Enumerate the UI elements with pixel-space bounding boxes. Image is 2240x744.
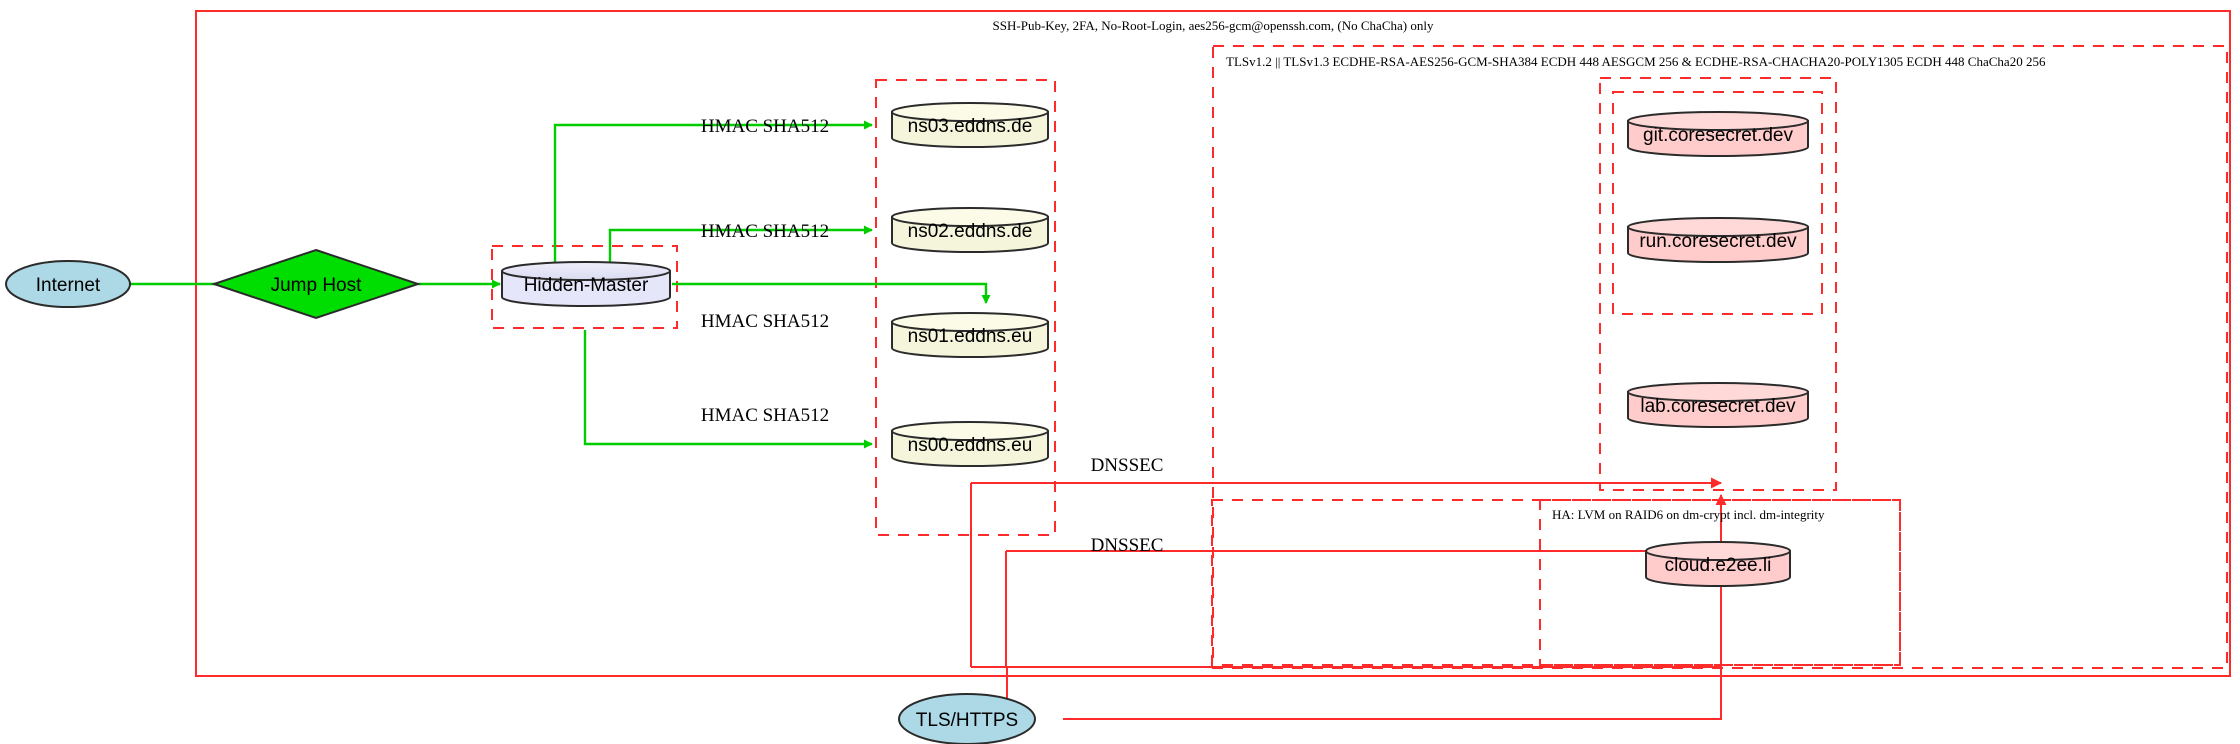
node-lab-coresecret[interactable]: lab.coresecret.dev bbox=[1627, 382, 1809, 428]
node-internet[interactable]: Internet bbox=[5, 260, 131, 308]
edge-label-hmac-ns03: HMAC SHA512 bbox=[701, 116, 829, 137]
node-internet-label: Internet bbox=[36, 275, 101, 296]
cluster-tls-label: TLSv1.2 || TLSv1.3 ECDHE-RSA-AES256-GCM-… bbox=[1226, 54, 2046, 69]
node-run-coresecret-label: run.coresecret.dev bbox=[1639, 231, 1797, 252]
cluster-dns bbox=[875, 79, 1056, 536]
node-cloud-e2ee-label: cloud.e2ee.li bbox=[1665, 555, 1772, 576]
edge-tlshttps-right bbox=[1063, 560, 1722, 720]
node-ns03[interactable]: ns03.eddns.de bbox=[891, 102, 1049, 148]
node-tls-https-label: TLS/HTTPS bbox=[916, 710, 1018, 731]
node-ns01-label: ns01.eddns.eu bbox=[908, 326, 1033, 347]
edge-hiddenmaster-ns00 bbox=[583, 330, 873, 449]
node-ns03-label: ns03.eddns.de bbox=[908, 116, 1033, 137]
edge-hiddenmaster-ns03 bbox=[553, 120, 873, 268]
node-git-coresecret-label: git.coresecret.dev bbox=[1643, 125, 1793, 146]
node-ns00-label: ns00.eddns.eu bbox=[908, 435, 1033, 456]
cluster-coresecret-outer bbox=[1599, 77, 1837, 491]
edge-hiddenmaster-ns01 bbox=[672, 282, 991, 304]
cluster-hidden-master bbox=[491, 245, 678, 329]
cluster-ssh-label: SSH-Pub-Key, 2FA, No-Root-Login, aes256-… bbox=[993, 18, 1434, 33]
edge-label-hmac-ns02: HMAC SHA512 bbox=[701, 221, 829, 242]
node-ns00[interactable]: ns00.eddns.eu bbox=[891, 421, 1049, 467]
edge-label-dnssec-upper: DNSSEC bbox=[1091, 455, 1164, 476]
node-lab-coresecret-label: lab.coresecret.dev bbox=[1640, 396, 1796, 417]
node-hidden-master-label: Hidden-Master bbox=[524, 275, 649, 296]
cluster-coresecret-inner bbox=[1612, 91, 1823, 315]
node-ns02-label: ns02.eddns.de bbox=[908, 221, 1033, 242]
edge-label-hmac-ns01: HMAC SHA512 bbox=[701, 311, 829, 332]
node-hidden-master[interactable]: Hidden-Master bbox=[501, 261, 671, 307]
node-tls-https[interactable]: TLS/HTTPS bbox=[898, 693, 1036, 744]
node-run-coresecret[interactable]: run.coresecret.dev bbox=[1627, 217, 1809, 263]
node-ns01[interactable]: ns01.eddns.eu bbox=[891, 312, 1049, 358]
edge-hiddenmaster-ns02 bbox=[608, 225, 873, 268]
cluster-ha-label: HA: LVM on RAID6 on dm-crypt incl. dm-in… bbox=[1552, 507, 1825, 522]
cluster-ssh-outer bbox=[195, 10, 2231, 677]
edge-label-dnssec-lower: DNSSEC bbox=[1091, 535, 1164, 556]
node-cloud-e2ee[interactable]: cloud.e2ee.li bbox=[1645, 541, 1791, 587]
cluster-ha bbox=[1211, 499, 1901, 666]
node-jump-host-label: Jump Host bbox=[271, 275, 363, 296]
edge-label-hmac-ns00: HMAC SHA512 bbox=[701, 405, 829, 426]
node-jump-host[interactable]: Jump Host bbox=[210, 248, 422, 320]
node-ns02[interactable]: ns02.eddns.de bbox=[891, 207, 1049, 253]
node-git-coresecret[interactable]: git.coresecret.dev bbox=[1627, 111, 1809, 157]
